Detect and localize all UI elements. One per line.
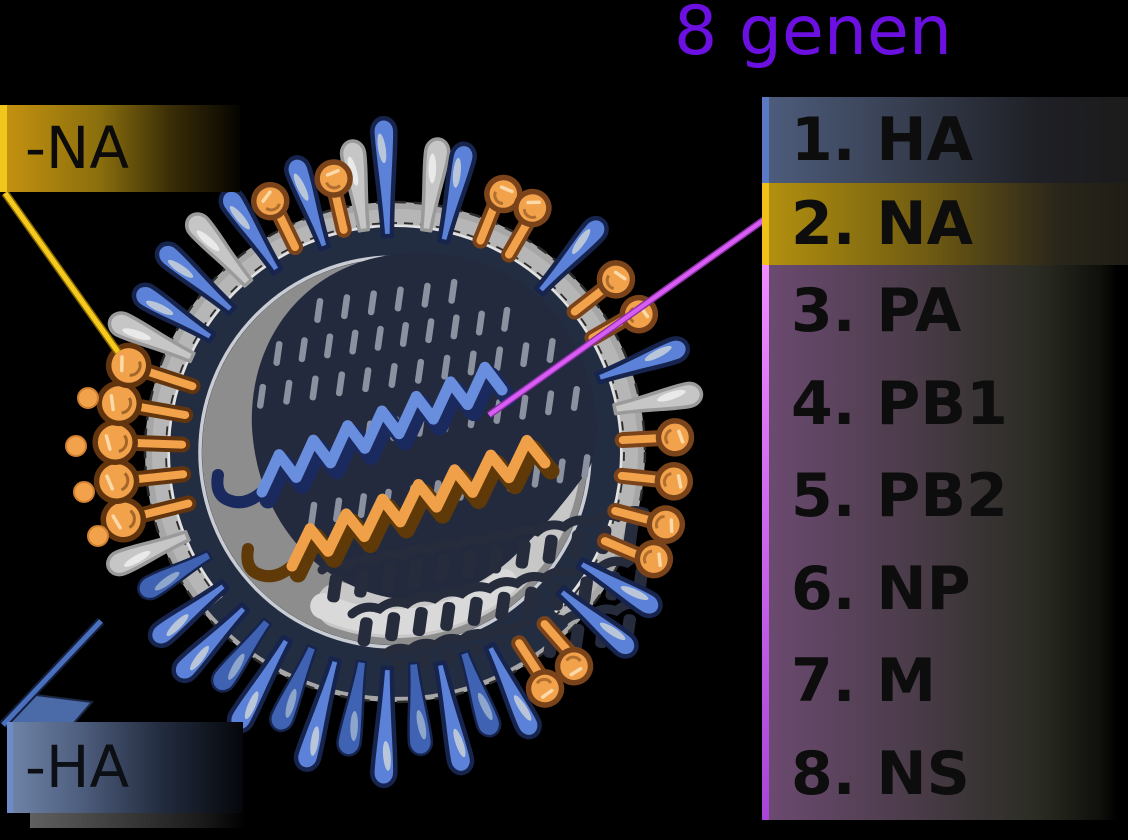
- gene-row-pb1: 4. PB1: [769, 357, 1128, 450]
- gene-label-ns: 8. NS: [791, 738, 970, 809]
- gene2-connector-line: [486, 216, 768, 418]
- ha-callout-box: -HA: [7, 722, 243, 813]
- panel-edge-strip-other-genes: [762, 265, 769, 820]
- rna-helix-orange: [241, 434, 560, 583]
- neuraminidase-spikes: [92, 159, 695, 708]
- panel-edge-strip-ha: [762, 97, 769, 183]
- panel-edge-strip-na: [762, 183, 769, 265]
- na-callout-label: -NA: [25, 114, 129, 182]
- hemagglutinin-spikes: [131, 115, 691, 789]
- gene-row-ns: 8. NS: [769, 727, 1128, 820]
- gene-label-np: 6. NP: [791, 553, 971, 624]
- gene-row-np: 6. NP: [769, 542, 1128, 635]
- gene-row-pa: 3. PA: [769, 265, 1128, 358]
- gene-label-na: 2. NA: [791, 189, 974, 259]
- gene-label-pb1: 4. PB1: [791, 368, 1008, 439]
- gray-spikes: [106, 137, 704, 577]
- gene-label-pb2: 5. PB2: [791, 461, 1008, 532]
- gene-row-pb2: 5. PB2: [769, 450, 1128, 543]
- gene-list-panel: 1. HA 2. NA 3. PA 4. PB1 5. PB2 6. NP 7.…: [769, 97, 1128, 820]
- ha-connector-line: [0, 617, 105, 729]
- hemagglutinin-spikes-dark: [137, 549, 502, 757]
- gene-row-na: 2. NA: [769, 183, 1128, 265]
- ha-callout-shadow: [30, 813, 245, 828]
- ha-callout-label: -HA: [25, 733, 130, 801]
- na-connector-line: [1, 190, 122, 355]
- gene-label-ha: 1. HA: [791, 105, 974, 175]
- gene-row-ha: 1. HA: [769, 97, 1128, 183]
- diagram-title: 8 genen: [674, 0, 952, 71]
- rna-helix-blue: [211, 361, 517, 509]
- neuraminidase-dots: [65, 387, 109, 547]
- na-callout-box: -NA: [0, 105, 240, 192]
- gene-row-m: 7. M: [769, 635, 1128, 728]
- gene-label-pa: 3. PA: [791, 276, 962, 347]
- gene-label-m: 7. M: [791, 646, 937, 717]
